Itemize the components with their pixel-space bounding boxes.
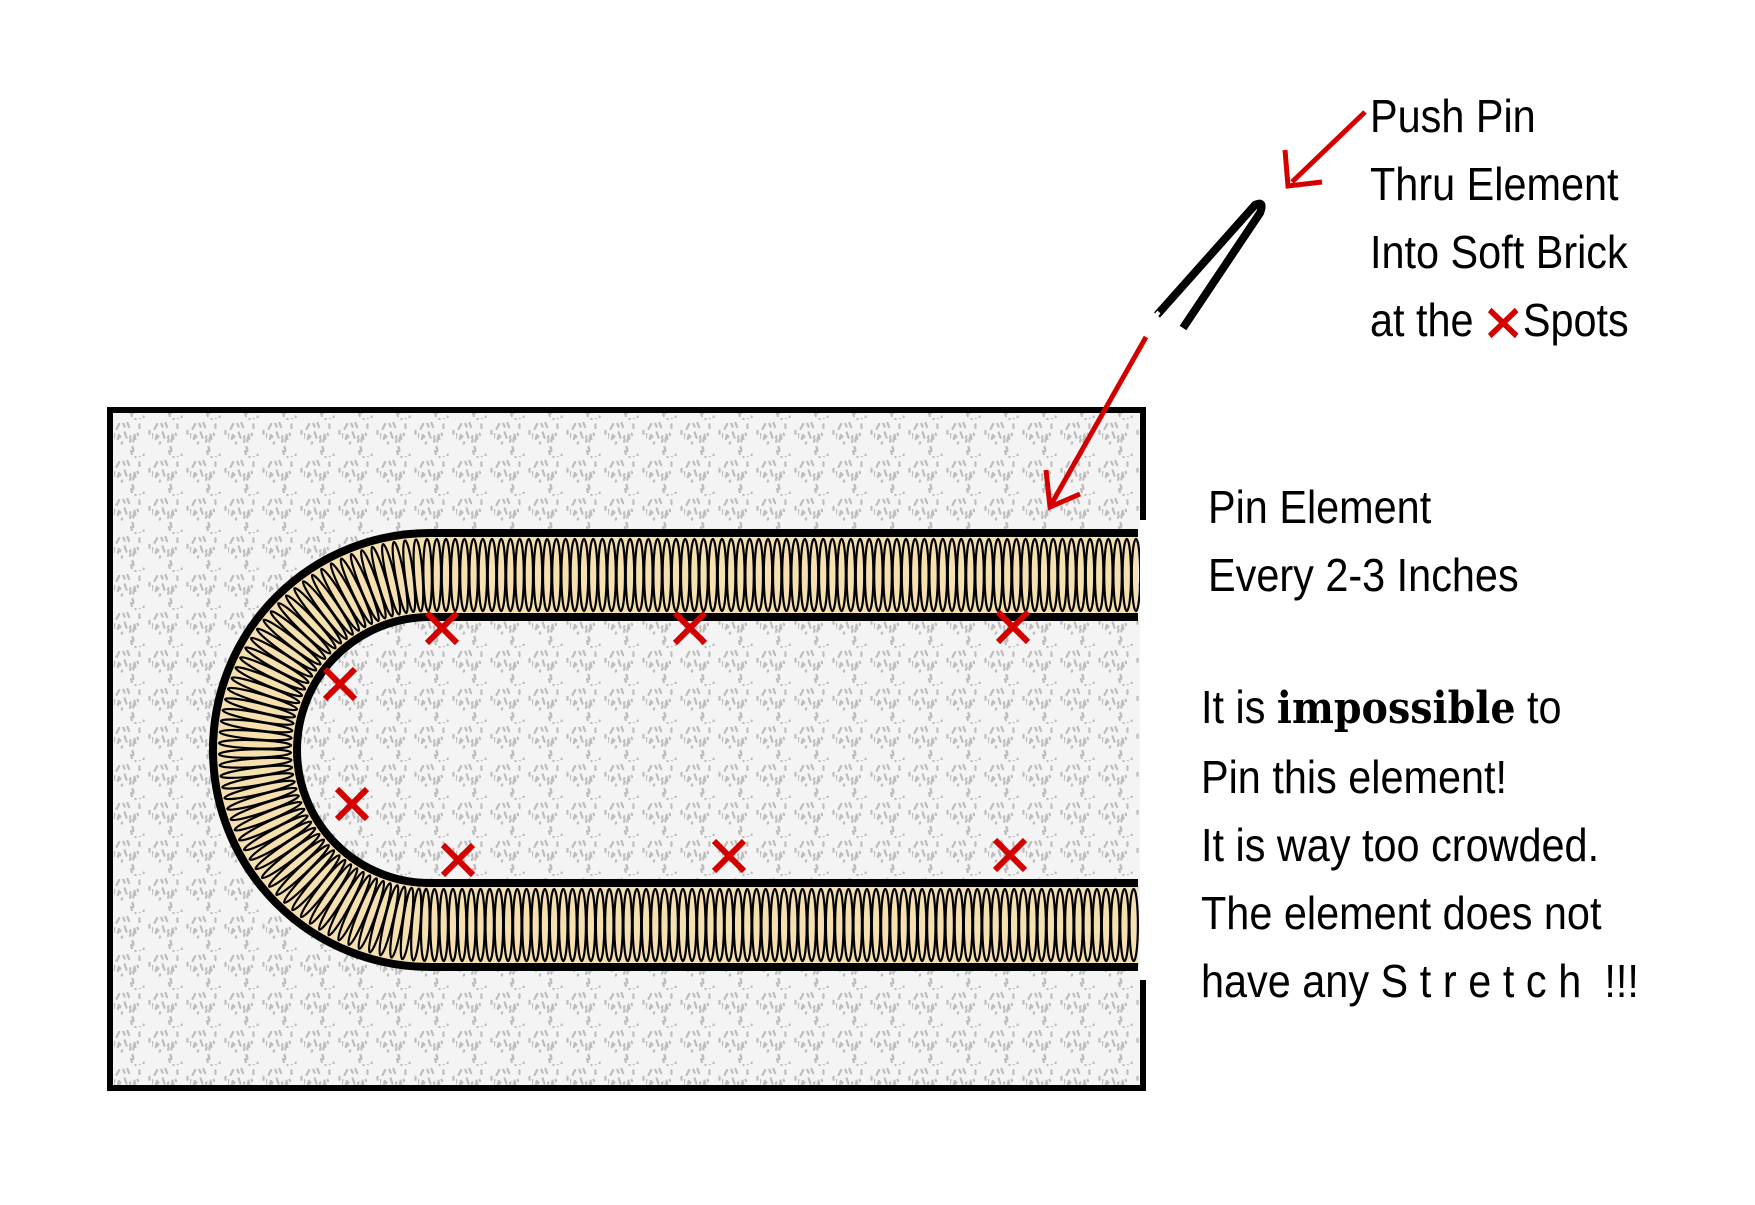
pointer-arrow bbox=[1043, 335, 1149, 511]
warning-line-5: have any Stretch !!! bbox=[1201, 955, 1639, 1007]
warning-line-3: It is way too crowded. bbox=[1201, 819, 1600, 871]
pin-icon bbox=[1150, 199, 1266, 331]
arrow-icon bbox=[1282, 110, 1367, 189]
push-pin-line-4: at the Spots bbox=[1370, 294, 1629, 346]
red-x-icon bbox=[995, 609, 1031, 645]
red-x-icon bbox=[1487, 307, 1519, 339]
heating-element bbox=[209, 520, 1170, 980]
warning-line-2: Pin this element! bbox=[1201, 751, 1508, 803]
spacing-line-1: Pin Element bbox=[1208, 481, 1432, 533]
push-pin-line-2: Thru Element bbox=[1370, 158, 1619, 210]
red-x-icon bbox=[334, 786, 370, 822]
pin-marks bbox=[322, 609, 1031, 878]
warning-line-4: The element does not bbox=[1201, 887, 1602, 939]
push-pin-line-1: Push Pin bbox=[1370, 90, 1536, 142]
red-x-icon bbox=[440, 842, 476, 878]
warning-line-1: It is impossible to bbox=[1201, 681, 1562, 734]
push-pin-callout: Push Pin Thru Element Into Soft Brick at… bbox=[1370, 82, 1629, 354]
push-pin-line-3: Into Soft Brick bbox=[1370, 226, 1628, 278]
spacing-callout: Pin Element Every 2-3 Inches bbox=[1208, 473, 1519, 609]
red-x-icon bbox=[992, 837, 1028, 873]
red-x-icon bbox=[672, 610, 708, 646]
stretch-word: Stretch bbox=[1380, 955, 1593, 1007]
warning-text: It is impossible to Pin this element! It… bbox=[1201, 673, 1639, 1015]
red-x-icon bbox=[322, 666, 358, 702]
spacing-line-2: Every 2-3 Inches bbox=[1208, 549, 1519, 601]
coil-loops bbox=[217, 537, 1142, 963]
red-x-icon bbox=[711, 838, 747, 874]
impossible-emphasis: impossible bbox=[1276, 683, 1516, 734]
red-x-icon bbox=[424, 610, 460, 646]
